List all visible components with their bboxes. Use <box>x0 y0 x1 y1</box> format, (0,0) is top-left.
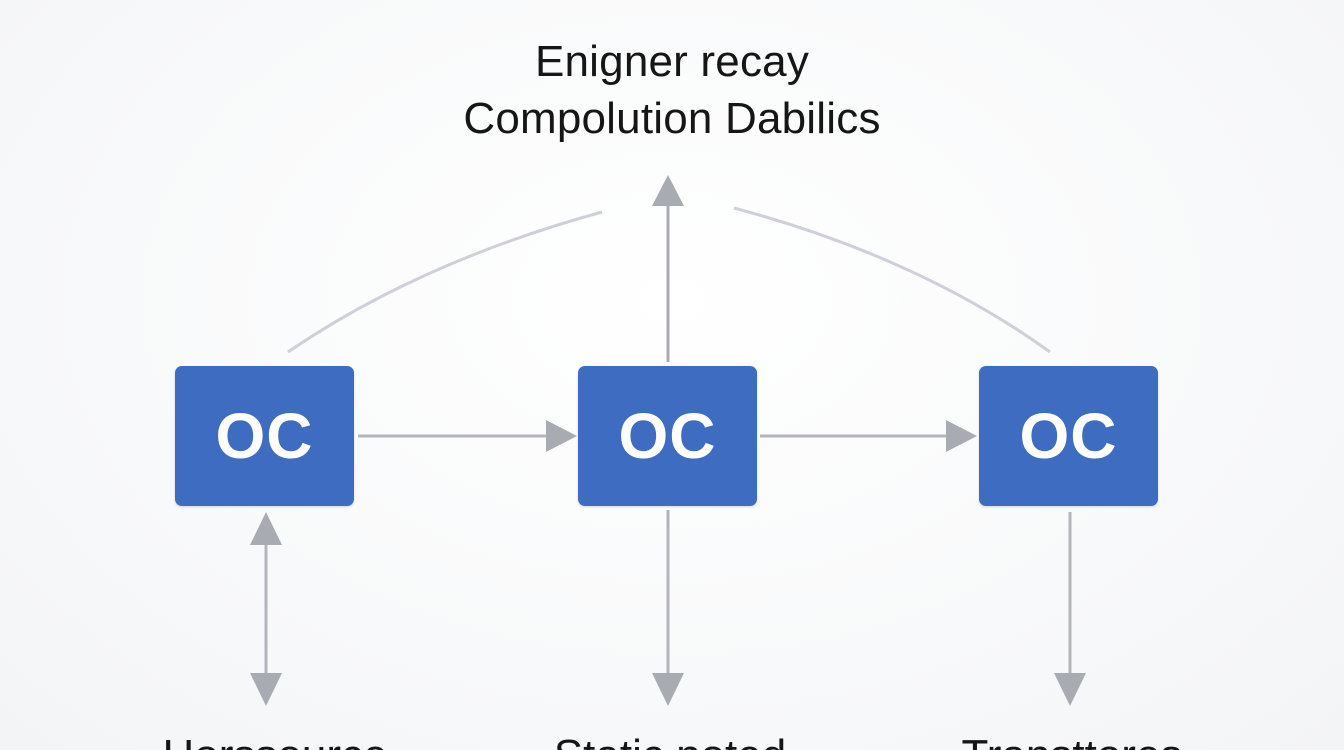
arrowhead-node2-to-node3 <box>946 420 977 452</box>
arrowhead-node2-down <box>652 673 684 706</box>
arrowhead-center-up <box>652 175 684 206</box>
arrowhead-node3-down <box>1054 673 1086 706</box>
curve-left-to-title <box>287 210 603 354</box>
oc-node-2: OC <box>578 366 757 506</box>
arrowhead-node1-up <box>250 512 282 545</box>
oc-node-1: OC <box>175 366 354 506</box>
oc-node-1-label: OC <box>215 400 314 472</box>
arrowhead-node1-to-node2 <box>546 420 577 452</box>
bottom-label-1: Horssource <box>95 728 455 750</box>
oc-node-3-label: OC <box>1019 400 1118 472</box>
oc-node-3: OC <box>979 366 1158 506</box>
title-line-1: Enigner recay <box>534 37 810 86</box>
title-line-2: Compolution Dabilics <box>463 94 881 143</box>
curve-right-to-title <box>733 206 1051 354</box>
arrowhead-node1-down <box>250 673 282 706</box>
bottom-label-2: Static noted <box>490 728 850 750</box>
bottom-label-3: Transttores <box>892 728 1252 750</box>
oc-node-2-label: OC <box>618 400 717 472</box>
